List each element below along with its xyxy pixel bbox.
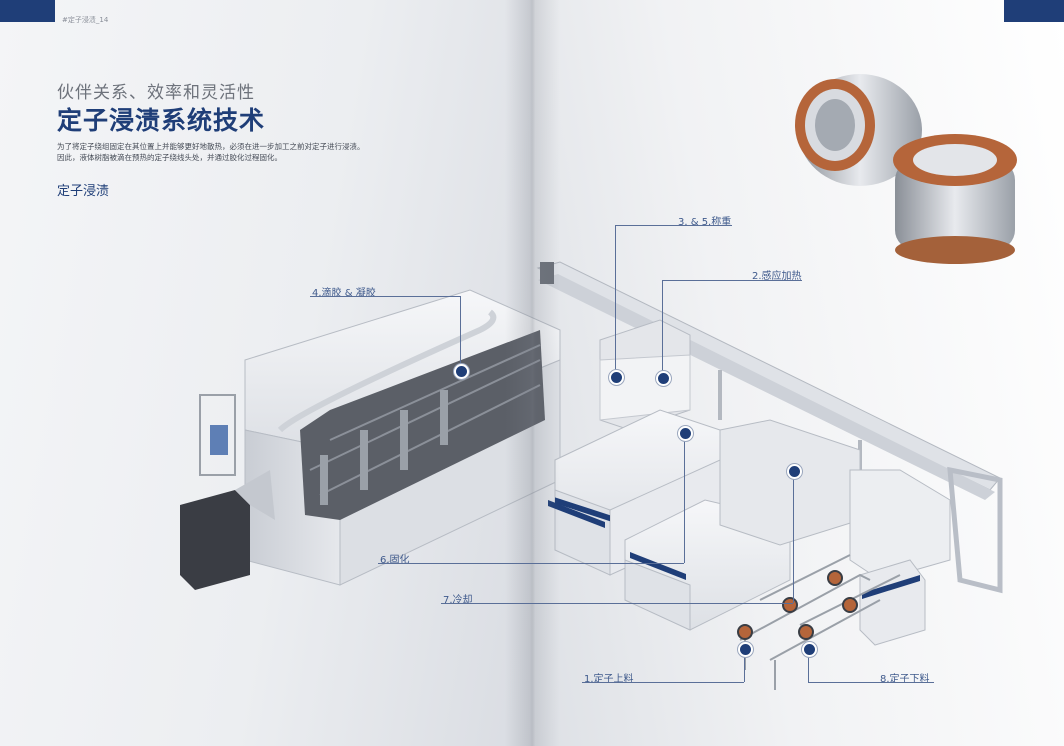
callout-marker [678, 426, 693, 441]
drip-gel-line-machine [244, 289, 561, 586]
corner-tab-right [1004, 0, 1064, 22]
callout-line [744, 648, 745, 682]
callout-line [808, 682, 934, 683]
callout-marker [454, 364, 469, 379]
cooling-cells [719, 419, 951, 646]
intro-line-2: 因此，液体树脂被滴在预热的定子绕线头处，并通过胶化过程固化。 [57, 153, 282, 162]
callout-line [460, 296, 461, 368]
section-heading: 定子浸渍 [57, 184, 110, 199]
callout-line [808, 648, 809, 682]
callout-line [684, 432, 685, 563]
intro-paragraph: 为了将定子绕组固定在其位置上并能够更好地散热，必须在进一步加工之前对定子进行浸渍… [57, 141, 437, 163]
resin-tank-and-drive [180, 394, 275, 590]
callout-marker [738, 642, 753, 657]
callout-line [662, 280, 663, 376]
callout-cooling: 7.冷却 [443, 595, 473, 606]
callout-marker [656, 371, 671, 386]
callout-loading: 1.定子上料 [584, 674, 634, 685]
callout-marker [787, 464, 802, 479]
callout-line [615, 225, 732, 226]
callout-line [378, 563, 684, 564]
page-title: 定子浸渍系统技术 [57, 106, 266, 135]
stator-product-photo [795, 74, 1017, 264]
callout-curing: 6.固化 [380, 555, 410, 566]
callout-unloading: 8.定子下料 [880, 674, 930, 685]
page-subtitle: 伙伴关系、效率和灵活性 [57, 83, 255, 103]
callout-weighing: 3. & 5.称重 [678, 217, 732, 228]
callout-drip-gel: 4.滴胶 & 凝胶 [312, 288, 376, 299]
callout-line [615, 225, 616, 375]
corner-tab-left [0, 0, 55, 22]
callout-marker [802, 642, 817, 657]
callout-line [662, 280, 802, 281]
conveyor-frames [737, 554, 901, 690]
callout-line [793, 470, 794, 603]
callout-line [441, 603, 793, 604]
callout-line [582, 682, 744, 683]
running-head: #定子浸渍_14 [62, 16, 109, 24]
book-gutter [505, 0, 560, 746]
callout-line [310, 296, 460, 297]
callout-induction-heating: 2.感应加热 [752, 271, 802, 282]
callout-marker [609, 370, 624, 385]
intro-line-1: 为了将定子绕组固定在其位置上并能够更好地散热，必须在进一步加工之前对定子进行浸渍… [57, 142, 365, 151]
